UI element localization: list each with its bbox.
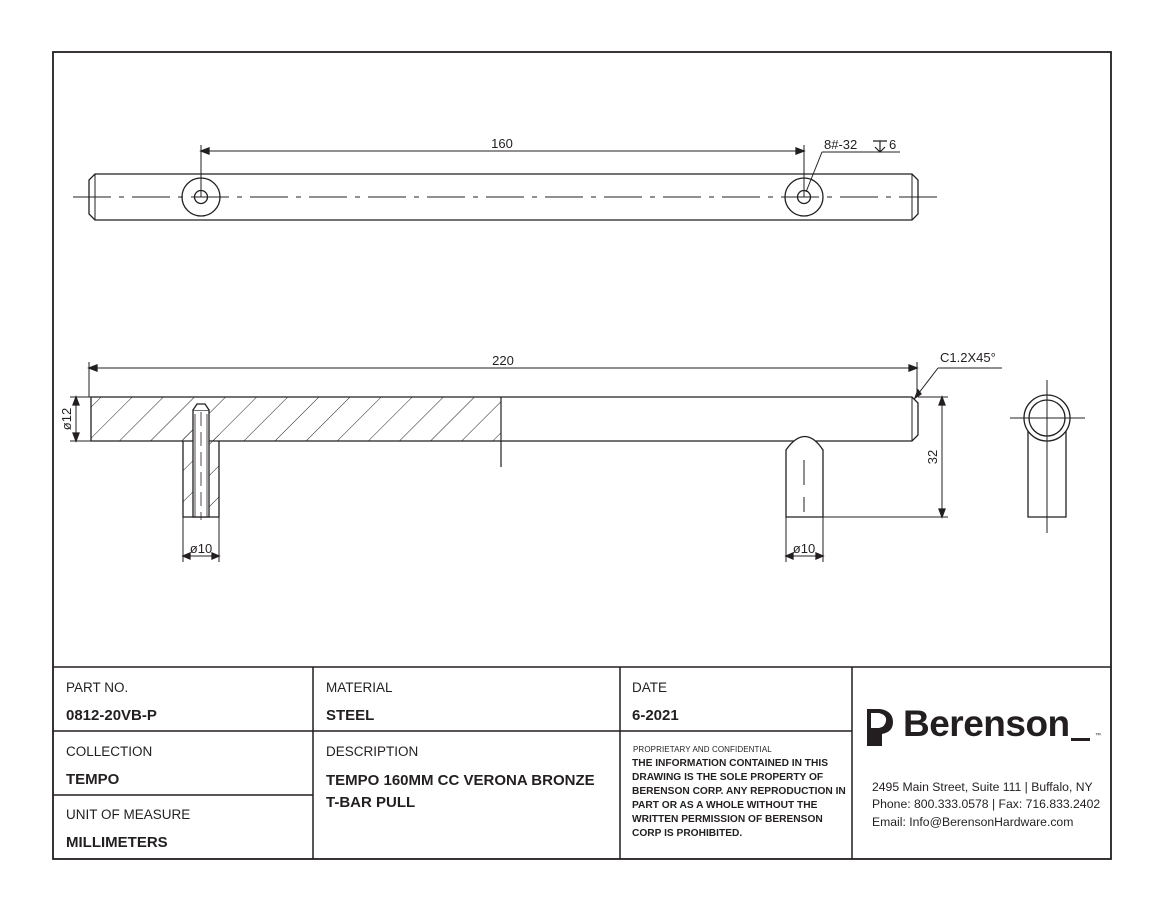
title-block-grid	[53, 666, 1111, 859]
berenson-logo-icon	[867, 709, 1090, 746]
confidential-text: THE INFORMATION CONTAINED IN THIS DRAWIN…	[632, 758, 846, 839]
collection-label: COLLECTION	[66, 744, 153, 759]
sheet-border	[52, 51, 1112, 860]
company-name: Berenson	[903, 703, 1070, 744]
dim-thread-depth: 6	[889, 137, 896, 152]
material-label: MATERIAL	[326, 680, 393, 695]
collection-value: TEMPO	[66, 771, 120, 788]
dim-thread: 8#-32	[824, 137, 857, 152]
dim-post-height: 32	[925, 450, 940, 464]
description-label: DESCRIPTION	[326, 744, 419, 759]
dim-overall-length: 220	[492, 353, 514, 368]
dim-chamfer: C1.2X45°	[940, 350, 996, 365]
company-address: 2495 Main Street, Suite 111 | Buffalo, N…	[872, 780, 1093, 794]
top-view	[73, 140, 944, 221]
dim-bar-diameter: ø12	[59, 408, 74, 430]
trademark-symbol: ™	[1095, 733, 1101, 739]
end-view	[1010, 380, 1085, 533]
material-value: STEEL	[326, 707, 375, 724]
side-view	[70, 362, 1002, 562]
dim-post-diameter-left: ø10	[190, 541, 212, 556]
dim-center-to-center: 160	[491, 136, 513, 151]
unit-value: MILLIMETERS	[66, 834, 168, 851]
date-label: DATE	[632, 680, 668, 695]
part-no-label: PART NO.	[66, 680, 129, 695]
part-no-value: 0812-20VB-P	[66, 707, 157, 724]
description-value: TEMPO 160MM CC VERONA BRONZE T-BAR PULL	[326, 772, 595, 811]
company-email: Email: Info@BerensonHardware.com	[872, 815, 1074, 829]
date-value: 6-2021	[632, 707, 679, 724]
dim-post-diameter-right: ø10	[793, 541, 815, 556]
unit-label: UNIT OF MEASURE	[66, 807, 191, 822]
confidential-heading: PROPRIETARY AND CONFIDENTIAL	[633, 745, 772, 754]
company-phone: Phone: 800.333.0578 | Fax: 716.833.2402	[872, 797, 1101, 811]
